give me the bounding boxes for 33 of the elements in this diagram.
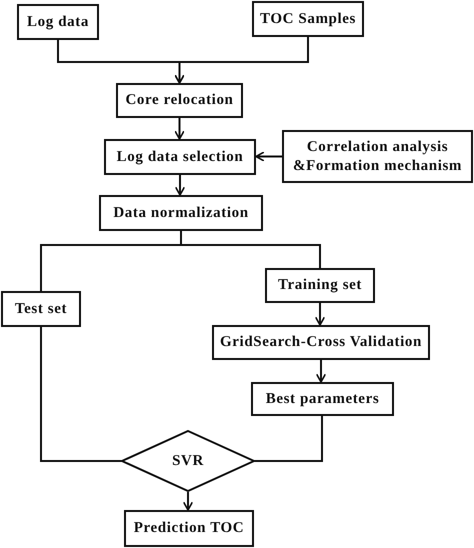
node-label: Best parameters — [266, 390, 380, 408]
arrow — [314, 303, 326, 326]
node-label: Core relocation — [125, 91, 234, 110]
process-box — [1, 291, 81, 327]
process-box — [251, 382, 394, 416]
arrow — [174, 37, 309, 84]
arrow — [182, 492, 194, 511]
connector-line — [254, 416, 323, 462]
node-label: TOC Samples — [260, 10, 356, 28]
node-label: SVR — [172, 452, 204, 470]
connector-line — [40, 327, 122, 462]
process-box — [265, 268, 375, 303]
process-box — [124, 510, 254, 547]
process-box — [252, 1, 364, 37]
arrow — [255, 151, 282, 162]
process-box — [99, 195, 263, 231]
node-label: Test set — [14, 300, 68, 318]
node-label: Training set — [278, 276, 362, 295]
process-box — [212, 325, 430, 360]
node-label: Correlation analysis &Formation mechanism — [292, 138, 464, 176]
process-box — [116, 83, 243, 118]
node-label: Data normalization — [113, 204, 249, 222]
node-label: GridSearch-Cross Validation — [220, 333, 422, 352]
arrow — [316, 360, 326, 383]
process-box — [104, 139, 256, 175]
node-label: Log data selection — [116, 148, 244, 166]
node-label: Log data — [27, 12, 89, 32]
arrow — [174, 175, 186, 196]
node-label: Prediction TOC — [134, 519, 244, 538]
process-box — [17, 4, 99, 40]
arrow — [174, 118, 185, 140]
decision-diamond — [121, 430, 255, 492]
process-box — [282, 130, 473, 183]
